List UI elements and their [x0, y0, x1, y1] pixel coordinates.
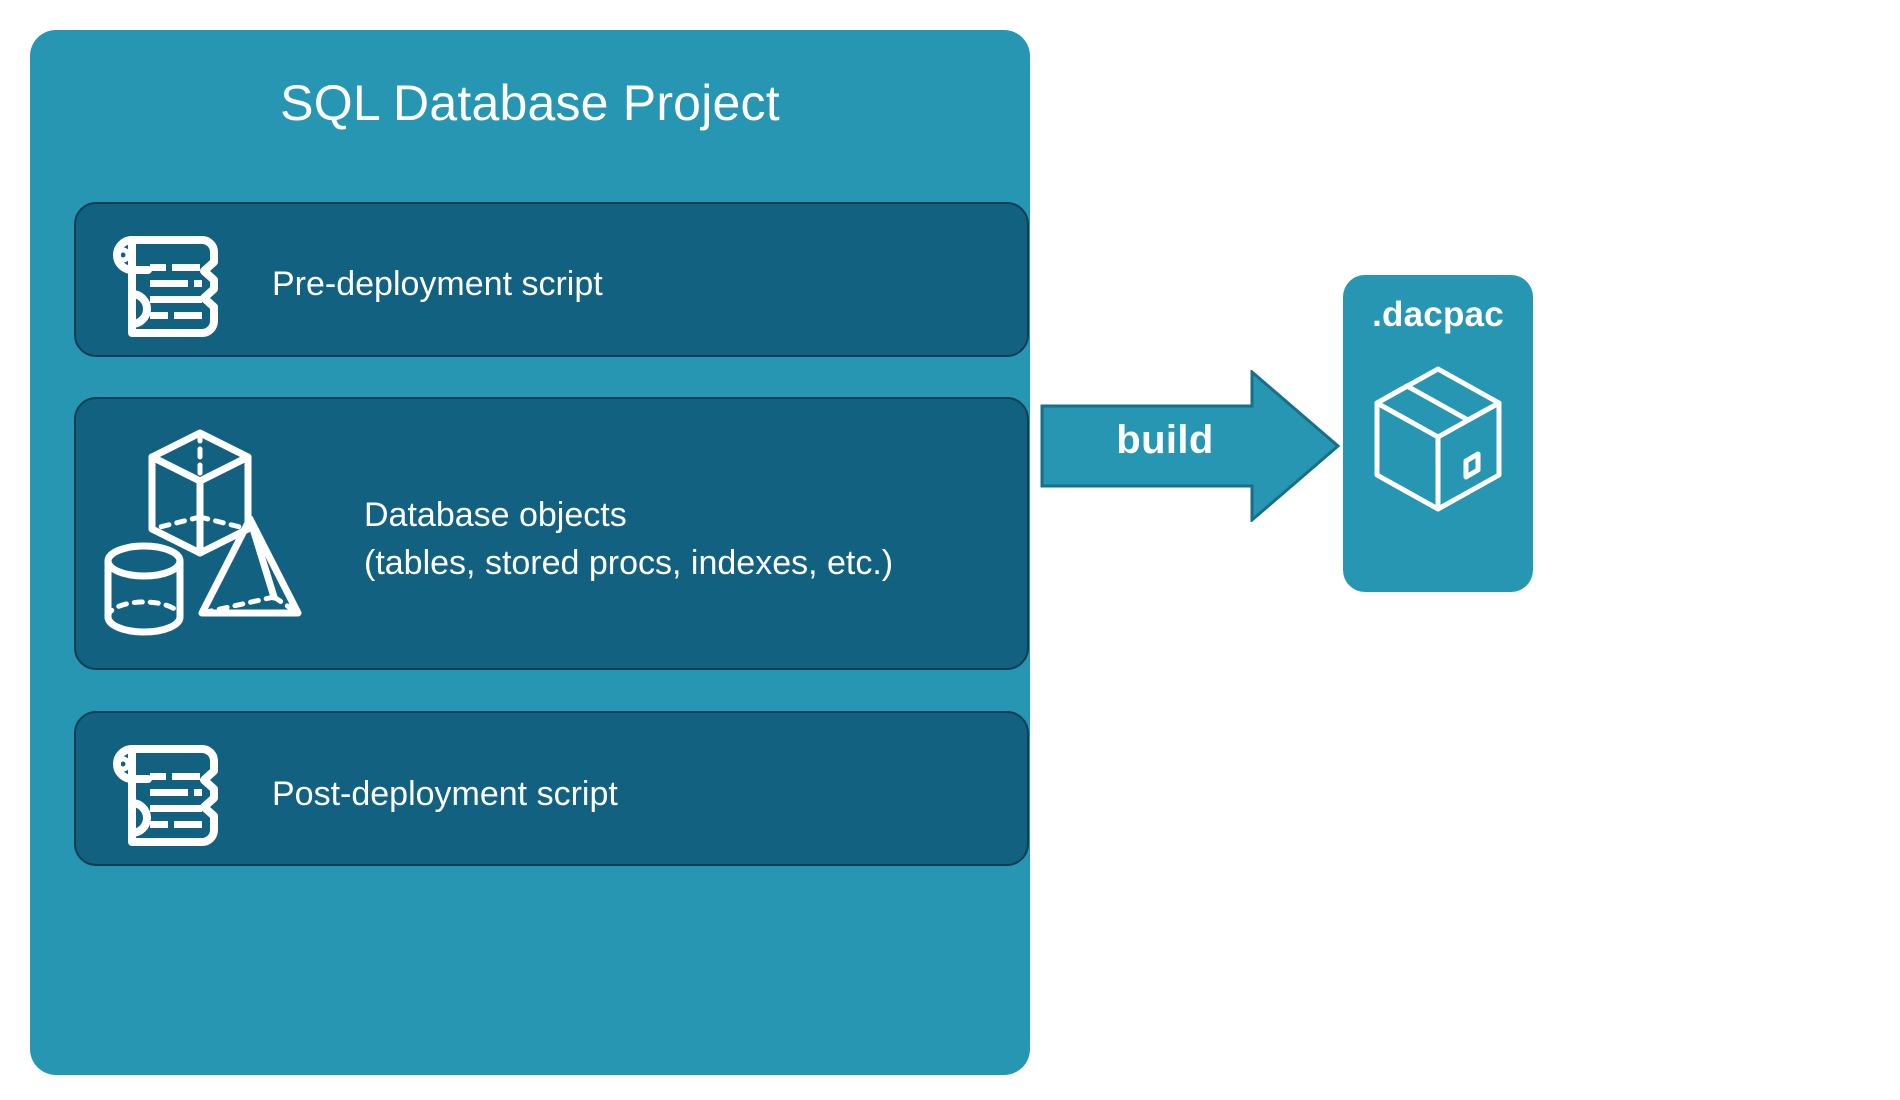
panel-database-objects-label-line2: (tables, stored procs, indexes, etc.) [364, 544, 894, 582]
panel-pre-deployment-label: Pre-deployment script [272, 265, 603, 303]
panel-post-deployment-label: Post-deployment script [272, 775, 618, 813]
panel-pre-deployment[interactable]: Pre-deployment script [74, 202, 1029, 357]
scroll-icon [113, 236, 218, 337]
scroll-icon [113, 745, 218, 846]
panel-database-objects[interactable]: Database objects (tables, stored procs, … [74, 397, 1029, 670]
shapes-icon [104, 429, 302, 636]
page-title: SQL Database Project [280, 75, 780, 131]
package-box-icon [1374, 366, 1502, 512]
dacpac-title: .dacpac [1372, 295, 1504, 334]
sql-database-project-container: SQL Database Project Pre-deploymen [30, 30, 1030, 1075]
panel-database-objects-label-line1: Database objects [364, 496, 627, 534]
build-label: build [1116, 418, 1214, 462]
build-arrow-icon [1040, 370, 1340, 522]
dacpac-output-box[interactable]: .dacpac [1343, 275, 1533, 592]
panel-post-deployment[interactable]: Post-deployment script [74, 711, 1029, 866]
